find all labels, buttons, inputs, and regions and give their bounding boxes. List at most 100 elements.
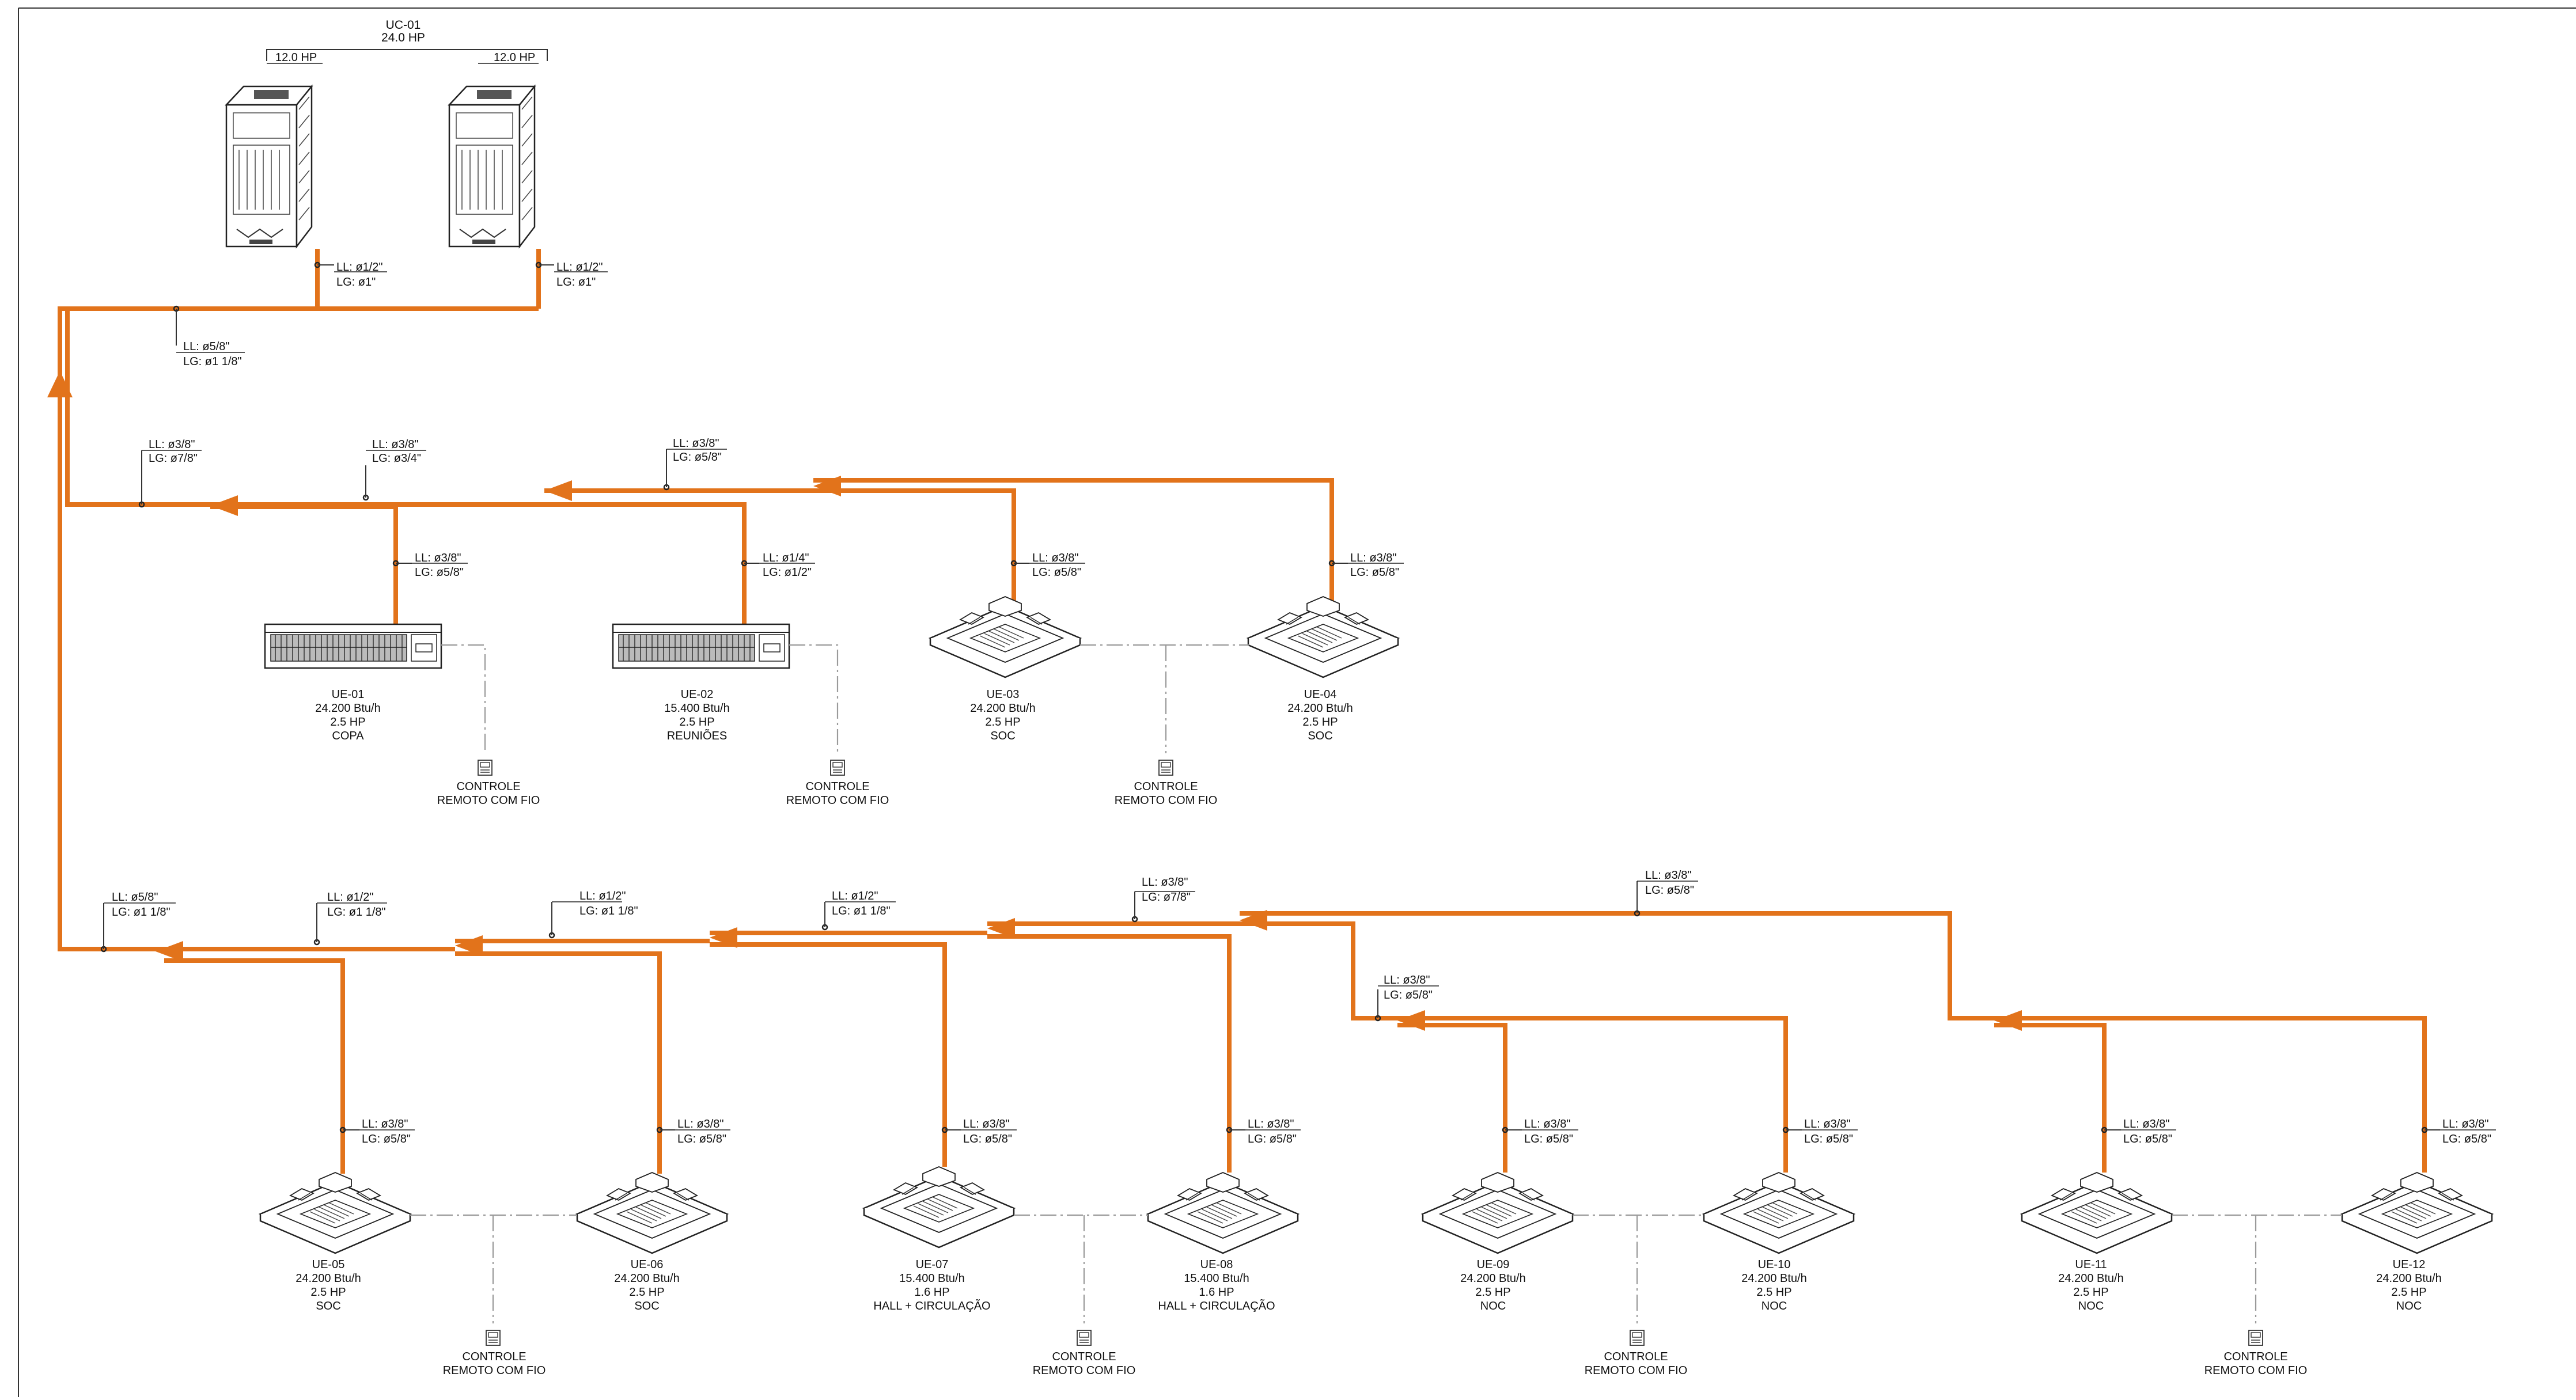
ue08-room: HALL + CIRCULAÇÃO bbox=[1158, 1299, 1275, 1312]
label-leaders bbox=[103, 264, 2440, 1130]
ue10-lg-label: LG: ø5/8" bbox=[1804, 1133, 1853, 1145]
ue01-hp: 2.5 HP bbox=[330, 716, 365, 729]
controller-2-label: CONTROLE REMOTO COM FIO bbox=[786, 780, 889, 807]
indoor-unit-ue04-info: UE-04 24.200 Btu/h 2.5 HP SOC bbox=[1287, 688, 1353, 742]
ue10-btu: 24.200 Btu/h bbox=[1741, 1272, 1806, 1285]
controller-4-label: CONTROLE REMOTO COM FIO bbox=[443, 1350, 546, 1377]
indoor-unit-ue03-info: UE-03 24.200 Btu/h 2.5 HP SOC bbox=[970, 688, 1035, 742]
ue01-id: UE-01 bbox=[332, 688, 365, 701]
svg-text:CONTROLE: CONTROLE bbox=[1134, 780, 1198, 793]
ue11-btu: 24.200 Btu/h bbox=[2058, 1272, 2123, 1285]
ue02-room: REUNIÕES bbox=[667, 729, 727, 742]
svg-text:CONTROLE: CONTROLE bbox=[1604, 1350, 1668, 1363]
ue03-lg-label: LG: ø5/8" bbox=[1032, 566, 1081, 579]
ue04-btu: 24.200 Btu/h bbox=[1287, 702, 1353, 715]
ue05-lg-label: LG: ø5/8" bbox=[362, 1133, 411, 1145]
outdoor-unit-header: UC-01 24.0 HP 12.0 HP 12.0 HP bbox=[266, 18, 548, 64]
ue11-hp: 2.5 HP bbox=[2073, 1286, 2108, 1299]
ue02-id: UE-02 bbox=[681, 688, 714, 701]
remote-controller-4-icon bbox=[486, 1330, 501, 1346]
ue08-btu: 15.400 Btu/h bbox=[1184, 1272, 1249, 1285]
remote-controller-1-icon bbox=[478, 760, 493, 776]
ue10-room: NOC bbox=[1761, 1300, 1787, 1312]
branch-5-ll-label: LL: ø1/2" bbox=[327, 891, 373, 904]
ue03-btu: 24.200 Btu/h bbox=[970, 702, 1035, 715]
branch-2-lg-label: LG: ø3/4" bbox=[372, 452, 421, 465]
branch-6-ll-label: LL: ø1/2" bbox=[579, 890, 626, 902]
outdoor-1-lg-label: LG: ø1" bbox=[336, 276, 376, 289]
ue08-ll-label: LL: ø3/8" bbox=[1248, 1118, 1294, 1130]
svg-text:REMOTO COM FIO: REMOTO COM FIO bbox=[1033, 1364, 1136, 1377]
hi-wall-unit-ue01-icon bbox=[264, 623, 442, 669]
svg-text:REMOTO COM FIO: REMOTO COM FIO bbox=[1115, 794, 1218, 807]
ue04-hp: 2.5 HP bbox=[1302, 716, 1338, 729]
branch-5-lg-label: LG: ø1 1/8" bbox=[327, 906, 386, 919]
ue06-id: UE-06 bbox=[631, 1258, 664, 1271]
ue04-id: UE-04 bbox=[1304, 688, 1337, 701]
ue10-hp: 2.5 HP bbox=[1756, 1286, 1791, 1299]
svg-text:CONTROLE: CONTROLE bbox=[1052, 1350, 1116, 1363]
ue12-id: UE-12 bbox=[2393, 1258, 2426, 1271]
ue12-hp: 2.5 HP bbox=[2391, 1286, 2426, 1299]
ue03-ll-label: LL: ø3/8" bbox=[1032, 552, 1078, 564]
cassette-unit-ue11-icon bbox=[2021, 1171, 2173, 1254]
ue12-room: NOC bbox=[2396, 1300, 2422, 1312]
ue02-lg-label: LG: ø1/2" bbox=[763, 566, 812, 579]
ue07-id: UE-07 bbox=[916, 1258, 949, 1271]
cassette-unit-ue06-icon bbox=[576, 1171, 728, 1254]
branch-8-ll-label: LL: ø3/8" bbox=[1142, 876, 1188, 889]
remote-controller-2-icon bbox=[830, 760, 845, 776]
ue07-btu: 15.400 Btu/h bbox=[899, 1272, 964, 1285]
svg-text:CONTROLE: CONTROLE bbox=[456, 780, 520, 793]
ue02-ll-label: LL: ø1/4" bbox=[763, 552, 809, 564]
outdoor-unit-id: UC-01 bbox=[386, 18, 421, 32]
svg-text:CONTROLE: CONTROLE bbox=[462, 1350, 526, 1363]
svg-text:REMOTO COM FIO: REMOTO COM FIO bbox=[1585, 1364, 1688, 1377]
indoor-unit-ue05-info: UE-05 24.200 Btu/h 2.5 HP SOC bbox=[296, 1258, 361, 1312]
ue07-lg-label: LG: ø5/8" bbox=[963, 1133, 1012, 1145]
cassette-unit-ue08-icon bbox=[1147, 1171, 1299, 1254]
ue07-room: HALL + CIRCULAÇÃO bbox=[873, 1299, 990, 1312]
ue09-ll-label: LL: ø3/8" bbox=[1524, 1118, 1570, 1130]
ue11-lg-label: LG: ø5/8" bbox=[2123, 1133, 2172, 1145]
ue04-lg-label: LG: ø5/8" bbox=[1350, 566, 1399, 579]
branch-1-ll-label: LL: ø3/8" bbox=[149, 438, 195, 451]
branch-4-lg-label: LG: ø1 1/8" bbox=[112, 906, 171, 919]
ue09-hp: 2.5 HP bbox=[1475, 1286, 1510, 1299]
branch-3-ll-label: LL: ø3/8" bbox=[673, 437, 719, 450]
svg-text:REMOTO COM FIO: REMOTO COM FIO bbox=[786, 794, 889, 807]
ue09-btu: 24.200 Btu/h bbox=[1460, 1272, 1525, 1285]
outdoor-2-ll-label: LL: ø1/2" bbox=[556, 261, 603, 274]
indoor-unit-ue02-info: UE-02 15.400 Btu/h 2.5 HP REUNIÕES bbox=[664, 688, 729, 742]
cassette-unit-ue03-icon bbox=[929, 595, 1081, 678]
branch-7-lg-label: LG: ø1 1/8" bbox=[832, 905, 891, 917]
controller-1-label: CONTROLE REMOTO COM FIO bbox=[437, 780, 540, 807]
ue08-lg-label: LG: ø5/8" bbox=[1248, 1133, 1297, 1145]
outdoor-module-2-hp: 12.0 HP bbox=[494, 51, 535, 64]
branch-6-lg-label: LG: ø1 1/8" bbox=[579, 905, 638, 917]
ue11-ll-label: LL: ø3/8" bbox=[2123, 1118, 2169, 1130]
controller-wiring-upper bbox=[441, 644, 1249, 753]
branch-10-ll-label: LL: ø3/8" bbox=[1384, 974, 1430, 987]
cassette-unit-ue10-icon bbox=[1703, 1171, 1855, 1254]
outdoor-1-ll-label: LL: ø1/2" bbox=[336, 261, 382, 274]
indoor-unit-ue09-info: UE-09 24.200 Btu/h 2.5 HP NOC bbox=[1460, 1258, 1525, 1312]
indoor-unit-ue01-info: UE-01 24.200 Btu/h 2.5 HP COPA bbox=[315, 688, 380, 742]
svg-text:REMOTO COM FIO: REMOTO COM FIO bbox=[2204, 1364, 2308, 1377]
cassette-unit-ue09-icon bbox=[1422, 1171, 1574, 1254]
ue02-hp: 2.5 HP bbox=[679, 716, 714, 729]
indoor-unit-ue12-info: UE-12 24.200 Btu/h 2.5 HP NOC bbox=[2376, 1258, 2441, 1312]
ue09-lg-label: LG: ø5/8" bbox=[1524, 1133, 1573, 1145]
ue07-ll-label: LL: ø3/8" bbox=[963, 1118, 1009, 1130]
ue09-room: NOC bbox=[1480, 1300, 1506, 1312]
ue11-room: NOC bbox=[2078, 1300, 2104, 1312]
ue05-room: SOC bbox=[316, 1300, 340, 1312]
cassette-unit-ue12-icon bbox=[2341, 1171, 2493, 1254]
controller-6-label: CONTROLE REMOTO COM FIO bbox=[1585, 1350, 1688, 1377]
outdoor-unit-capacity: 24.0 HP bbox=[381, 31, 425, 44]
indoor-unit-ue08-info: UE-08 15.400 Btu/h 1.6 HP HALL + CIRCULA… bbox=[1158, 1258, 1275, 1312]
ue12-lg-label: LG: ø5/8" bbox=[2442, 1133, 2491, 1145]
ue02-btu: 15.400 Btu/h bbox=[664, 702, 729, 715]
controller-3-label: CONTROLE REMOTO COM FIO bbox=[1115, 780, 1218, 807]
